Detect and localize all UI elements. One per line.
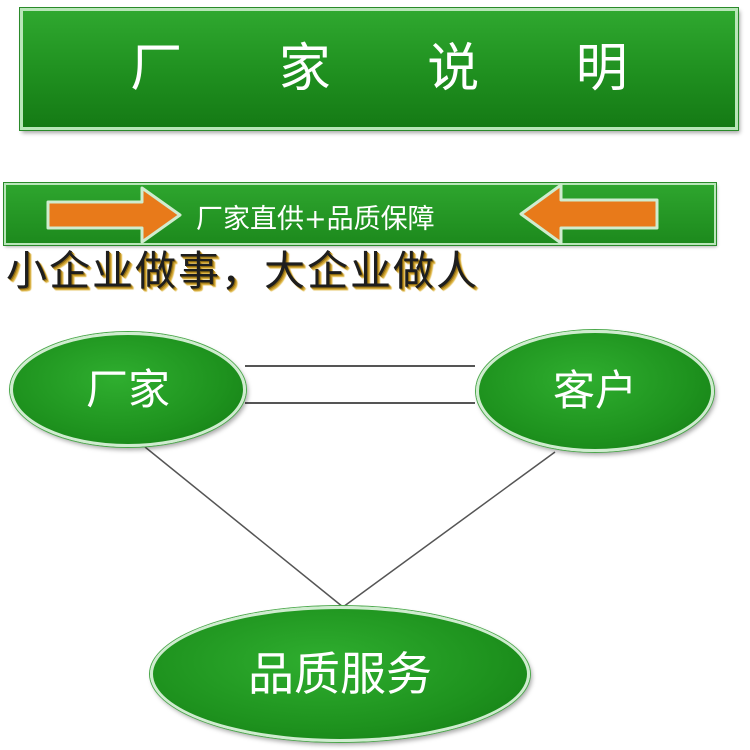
sub-banner-text: 厂家直供+品质保障 [196,203,435,235]
left-arrow-icon [519,183,659,245]
node-manufacturer-label: 厂家 [85,364,170,414]
node-customer: 客户 [476,330,714,452]
right-arrow-icon [46,186,182,244]
node-quality-service: 品质服务 [150,606,530,742]
slogan-text: 小企业做事，大企业做人 [6,247,479,295]
page-title: 厂 家 说 明 [130,39,668,99]
link-customer-quality [342,451,556,608]
title-banner: 厂 家 说 明 [20,8,738,130]
node-manufacturer: 厂家 [10,332,246,447]
node-quality-service-label: 品质服务 [248,647,432,701]
link-manufacturer-quality [144,446,344,608]
node-customer-label: 客户 [552,366,637,415]
